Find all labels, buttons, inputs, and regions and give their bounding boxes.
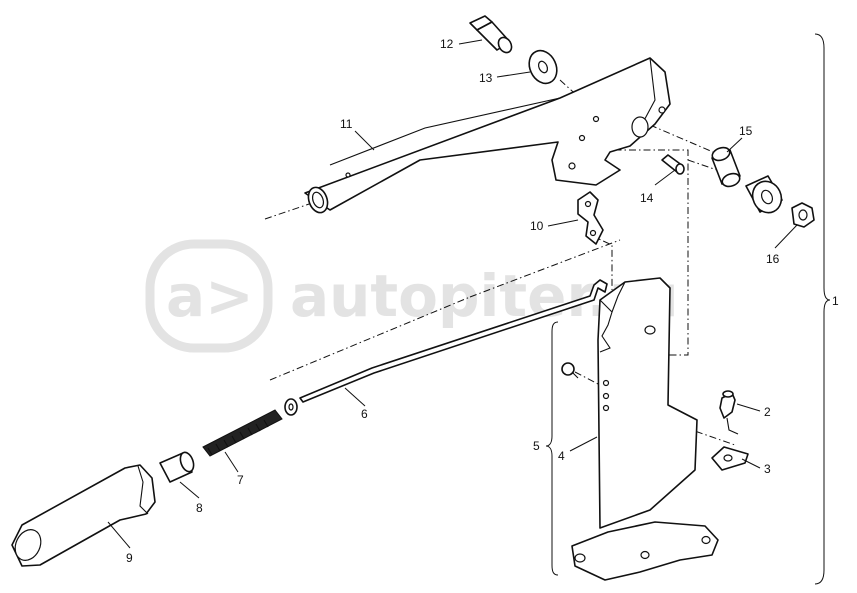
part-2-switch	[719, 390, 739, 435]
part-3-switch-bracket	[711, 446, 749, 471]
part-15-bushing	[711, 146, 741, 188]
callout-7: 7	[237, 473, 244, 487]
callout-12: 12	[440, 37, 454, 51]
part-13-washer	[528, 49, 558, 85]
part-12-bolt	[469, 15, 513, 54]
part-rivet	[561, 362, 579, 379]
part-7-spring	[202, 409, 283, 457]
leader-lines	[107, 39, 798, 549]
part-9-grip	[11, 464, 156, 567]
callout-9: 9	[126, 551, 133, 565]
part-16-nut	[791, 202, 815, 228]
part-4-sector-bracket	[571, 277, 719, 581]
callout-2: 2	[764, 405, 771, 419]
assembly-brace-5	[545, 321, 559, 576]
callout-3: 3	[764, 462, 771, 476]
callout-6: 6	[361, 407, 368, 421]
callout-4: 4	[558, 449, 565, 463]
callout-15: 15	[739, 124, 753, 138]
part-6-push-rod	[299, 279, 608, 403]
callout-labels: 1 2 3 4 5 6 7 8 9 10 11 12 13 14 15 16	[126, 37, 839, 565]
callout-13: 13	[479, 71, 493, 85]
assembly-brace-1	[814, 33, 831, 585]
part-10-pawl	[577, 191, 604, 245]
callout-10: 10	[530, 219, 544, 233]
watermark-logo-frame	[145, 239, 273, 353]
callout-8: 8	[196, 501, 203, 515]
callout-11: 11	[340, 117, 353, 131]
part-8-sleeve	[159, 451, 195, 483]
part-11-lever-arm	[304, 57, 671, 214]
part-14-pin	[661, 154, 685, 175]
callout-1: 1	[832, 294, 839, 308]
callout-14: 14	[640, 191, 654, 205]
callout-16: 16	[766, 252, 780, 266]
part-15b-roller	[745, 175, 783, 214]
watermark-logo: a>	[166, 262, 254, 330]
callout-5: 5	[533, 439, 540, 453]
part-washer-small	[284, 398, 298, 416]
